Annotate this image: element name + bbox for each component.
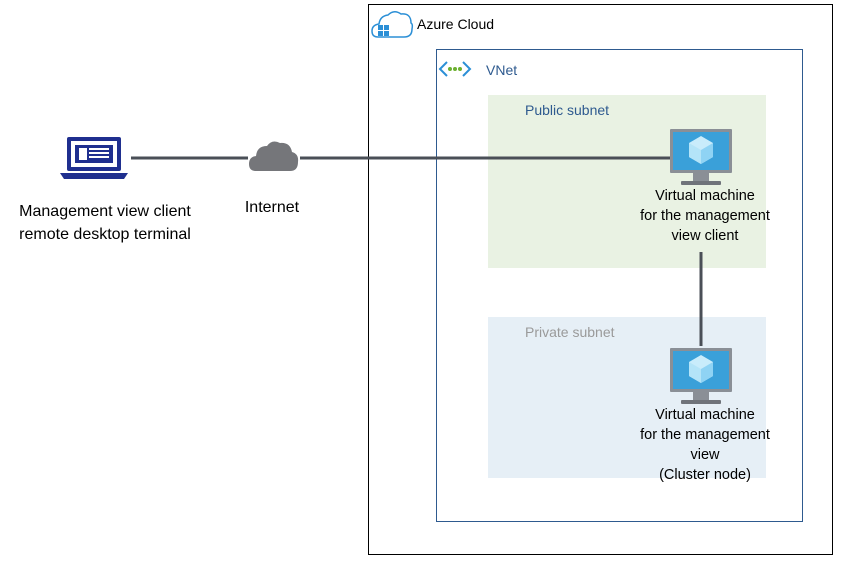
cloud-icon (249, 141, 299, 171)
azure-cloud-label: Azure Cloud (417, 16, 495, 32)
vm-view-label: Virtual machine for the management view … (620, 405, 790, 485)
azure-cloud-boundary (368, 4, 833, 555)
vm-client-label: Virtual machine for the management view … (620, 186, 790, 246)
vnet-label: VNet (486, 62, 518, 78)
vm-view-line: (Cluster node) (659, 467, 751, 483)
vm-client-line: view client (671, 228, 739, 244)
vm-view-line: for the management (640, 427, 770, 443)
vm-view-line: Virtual machine (655, 407, 755, 423)
management-client-label: Management view client remote desktop te… (0, 200, 210, 246)
management-client-line: remote desktop terminal (19, 226, 191, 243)
laptop-icon (60, 137, 128, 179)
virtual-machine-icon (670, 348, 732, 404)
vm-client-line: for the management (640, 208, 770, 224)
internet-label: Internet (244, 199, 300, 216)
vnet-icon (438, 61, 472, 77)
vnet-boundary (436, 49, 803, 522)
private-subnet-area (488, 317, 766, 478)
virtual-machine-icon (670, 129, 732, 185)
vm-view-line: view (690, 447, 720, 463)
vm-client-line: Virtual machine (655, 188, 755, 204)
private-subnet-label: Private subnet (525, 324, 615, 340)
azure-cloud-icon (371, 11, 414, 38)
public-subnet-label: Public subnet (525, 102, 610, 118)
management-client-line: Management view client (19, 203, 191, 220)
